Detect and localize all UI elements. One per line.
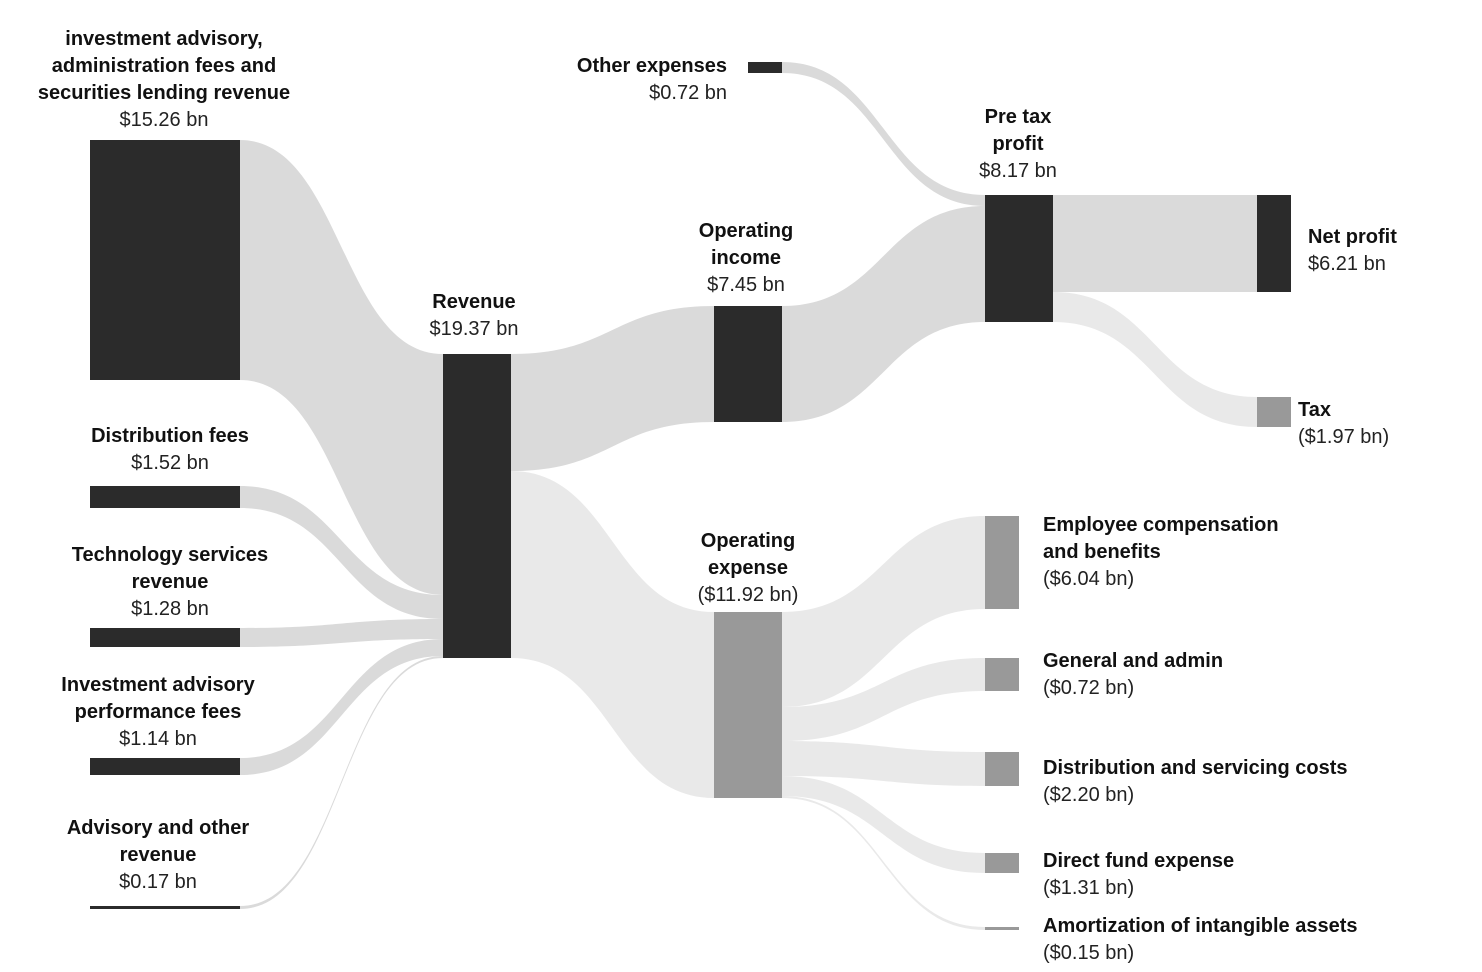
label-general-admin-value: ($0.72 bn) [1043, 677, 1135, 699]
label-direct-fund-expense-value: ($1.31 bn) [1043, 877, 1135, 899]
label-operating-income-value: $7.45 bn [707, 274, 785, 296]
link-revenue-to-op_income [511, 306, 714, 471]
label-technology-services-value: $1.28 bn [131, 598, 209, 620]
link-inv_fees-to-revenue [240, 140, 443, 595]
node-bar-op_income [714, 306, 782, 422]
label-net-profit-value: $6.21 bn [1308, 253, 1386, 275]
label-employee-compensation: Employee compensation and benefits ($6.0… [1043, 512, 1279, 593]
node-bar-dist_cost [985, 752, 1019, 786]
link-op_expense-to-ga [782, 658, 985, 741]
sankey-nodes [90, 62, 1291, 930]
label-tax: Tax ($1.97 bn) [1298, 397, 1389, 451]
label-net-profit: Net profit $6.21 bn [1308, 224, 1397, 278]
label-amortization-name: Amortization of intangible assets [1043, 915, 1358, 937]
link-pretax-to-tax [1053, 292, 1257, 427]
label-revenue-name: Revenue [432, 291, 516, 313]
label-other-expenses-name: Other expenses [576, 55, 727, 77]
node-bar-dfe [985, 853, 1019, 873]
label-distribution-costs: Distribution and servicing costs ($2.20 … [1043, 755, 1348, 809]
link-op_income-to-pretax [782, 206, 985, 422]
node-bar-op_expense [714, 612, 782, 798]
label-pretax-profit-name: Pre tax profit [984, 106, 1052, 155]
label-distribution-fees: Distribution fees $1.52 bn [91, 423, 249, 477]
label-general-admin-name: General and admin [1043, 650, 1224, 672]
node-bar-other_exp [748, 62, 782, 73]
link-op_expense-to-dfe [782, 776, 985, 873]
label-advisory-other-name: Advisory and other revenue [66, 817, 250, 866]
node-bar-adv_other [90, 906, 240, 909]
link-op_expense-to-amort [782, 796, 985, 930]
node-bar-inv_fees [90, 140, 240, 380]
label-performance-fees-name: Investment advisory performance fees [61, 674, 255, 723]
node-bar-dist_fees [90, 486, 240, 508]
label-operating-expense-name: Operating expense [700, 530, 796, 579]
label-distribution-fees-name: Distribution fees [91, 425, 249, 447]
label-revenue: Revenue $19.37 bn [430, 289, 519, 343]
label-advisory-other-value: $0.17 bn [119, 871, 197, 893]
label-other-expenses: Other expenses $0.72 bn [577, 53, 727, 107]
link-dist_fees-to-revenue [240, 486, 443, 619]
label-investment-fees: investment advisory, administration fees… [38, 26, 290, 134]
node-bar-perf [90, 758, 240, 775]
link-op_expense-to-dist [782, 741, 985, 786]
label-tax-name: Tax [1298, 399, 1331, 421]
node-bar-tech [90, 628, 240, 647]
sankey-links [240, 62, 1257, 930]
node-bar-ga [985, 658, 1019, 691]
label-operating-expense-value: ($11.92 bn) [697, 584, 799, 606]
label-distribution-fees-value: $1.52 bn [131, 452, 209, 474]
label-tax-value: ($1.97 bn) [1298, 426, 1390, 448]
node-bar-pretax [985, 195, 1053, 322]
link-perf-to-revenue [240, 639, 443, 775]
label-pretax-profit: Pre tax profit $8.17 bn [979, 104, 1057, 185]
node-bar-emp [985, 516, 1019, 609]
label-employee-compensation-name: Employee compensation and benefits [1043, 514, 1279, 563]
label-distribution-costs-value: ($2.20 bn) [1043, 784, 1135, 806]
label-operating-income: Operating income $7.45 bn [699, 218, 793, 299]
label-other-expenses-value: $0.72 bn [649, 82, 727, 104]
label-direct-fund-expense: Direct fund expense ($1.31 bn) [1043, 848, 1234, 902]
node-bar-net [1257, 195, 1291, 292]
label-distribution-costs-name: Distribution and servicing costs [1043, 757, 1348, 779]
label-investment-fees-value: $15.26 bn [119, 109, 209, 131]
node-bar-amort [985, 927, 1019, 930]
link-tech-to-revenue [240, 619, 443, 647]
label-operating-expense: Operating expense ($11.92 bn) [698, 528, 799, 609]
label-pretax-profit-value: $8.17 bn [979, 160, 1057, 182]
link-adv_other-to-revenue [240, 656, 443, 909]
label-net-profit-name: Net profit [1308, 226, 1397, 248]
label-amortization: Amortization of intangible assets ($0.15… [1043, 913, 1357, 967]
label-performance-fees: Investment advisory performance fees $1.… [61, 672, 254, 753]
label-technology-services-name: Technology services revenue [71, 544, 269, 593]
node-bar-revenue [443, 354, 511, 658]
label-performance-fees-value: $1.14 bn [119, 728, 197, 750]
label-amortization-value: ($0.15 bn) [1043, 942, 1135, 964]
label-direct-fund-expense-name: Direct fund expense [1043, 850, 1235, 872]
label-general-admin: General and admin ($0.72 bn) [1043, 648, 1223, 702]
label-investment-fees-name: investment advisory, administration fees… [37, 28, 291, 104]
label-employee-compensation-value: ($6.04 bn) [1043, 568, 1135, 590]
label-revenue-value: $19.37 bn [429, 318, 519, 340]
label-advisory-other: Advisory and other revenue $0.17 bn [67, 815, 249, 896]
link-pretax-to-net [1053, 195, 1257, 292]
link-op_expense-to-emp [782, 516, 985, 707]
label-operating-income-name: Operating income [698, 220, 794, 269]
node-bar-tax [1257, 397, 1291, 427]
link-other_exp-to-pretax [782, 62, 985, 206]
label-technology-services: Technology services revenue $1.28 bn [72, 542, 268, 623]
link-revenue-to-op_expense [511, 471, 714, 798]
